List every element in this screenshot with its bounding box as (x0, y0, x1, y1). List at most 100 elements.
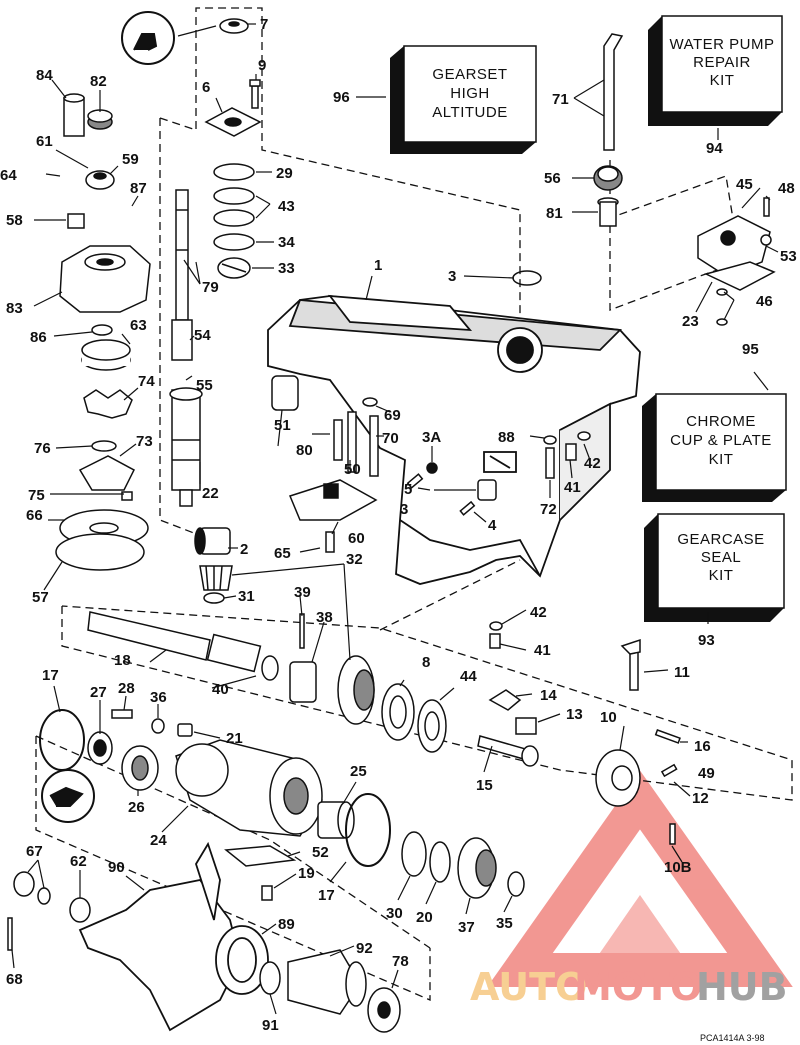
drawing-code: PCA1414A 3-98 (700, 1033, 765, 1043)
shift-rod-71 (603, 33, 624, 151)
label-10b: 10B (664, 859, 692, 876)
label-84: 84 (36, 67, 53, 84)
box-gearset-line3: ALTITUDE (432, 104, 507, 121)
label-18: 18 (114, 652, 131, 669)
label-21: 21 (226, 730, 243, 747)
label-3-top: 3 (448, 268, 456, 285)
kit-box-water-pump: WATER PUMP REPAIR KIT (648, 15, 783, 126)
label-33: 33 (278, 260, 295, 277)
label-76: 76 (34, 440, 51, 457)
pump-parts-stack (55, 93, 151, 571)
watermark-triangle (487, 770, 793, 987)
label-74: 74 (138, 373, 155, 390)
label-83: 83 (6, 300, 23, 317)
label-40: 40 (212, 681, 229, 698)
label-30: 30 (386, 905, 403, 922)
watermark-logo: AUTO MOTO HUB (470, 770, 793, 1009)
anode-51 (271, 375, 299, 411)
label-6: 6 (202, 79, 210, 96)
label-41-upper: 41 (564, 479, 581, 496)
label-35: 35 (496, 915, 513, 932)
watermark-text-hub: HUB (696, 965, 788, 1009)
box-water-pump-line3: KIT (710, 72, 735, 89)
gearcase-housing (267, 294, 641, 585)
tool-icon-top (121, 11, 175, 65)
label-23: 23 (682, 313, 699, 330)
propeller-90 (78, 841, 269, 1032)
label-82: 82 (90, 73, 107, 90)
bushing-81 (597, 197, 619, 227)
label-17-right: 17 (318, 887, 335, 904)
label-17-left: 17 (42, 667, 59, 684)
thrust-washers-8-44 (381, 683, 447, 753)
leader-lines (11, 23, 779, 1015)
label-36: 36 (150, 689, 167, 706)
box-gearset-line2: HIGH (450, 85, 490, 102)
forward-gear-32 (337, 655, 375, 725)
label-19: 19 (298, 865, 315, 882)
prop-hardware-right (259, 949, 401, 1033)
small-fasteners (406, 431, 591, 649)
label-73: 73 (136, 433, 153, 450)
label-62: 62 (70, 853, 87, 870)
label-31: 31 (238, 588, 255, 605)
label-64: 64 (0, 167, 17, 184)
cover-45 (697, 197, 776, 326)
label-81: 81 (546, 205, 563, 222)
label-55: 55 (196, 377, 213, 394)
bolt-9 (249, 79, 261, 109)
label-61: 61 (36, 133, 53, 150)
label-13: 13 (566, 706, 583, 723)
label-10: 10 (600, 709, 617, 726)
box-chrome-line1: CHROME (686, 413, 756, 430)
label-58: 58 (6, 212, 23, 229)
label-11: 11 (674, 664, 690, 681)
trim-tab-60 (288, 479, 378, 553)
label-93: 93 (698, 632, 715, 649)
label-42-upper: 42 (584, 455, 601, 472)
part-labels: 7 6 9 96 71 56 81 94 45 48 53 46 23 95 2… (0, 16, 797, 1034)
label-75: 75 (28, 487, 45, 504)
reverse-gear-stack (401, 831, 525, 899)
box-water-pump-line2: REPAIR (693, 54, 751, 71)
label-52: 52 (312, 844, 329, 861)
label-45: 45 (736, 176, 753, 193)
label-87: 87 (130, 180, 147, 197)
label-88: 88 (498, 429, 515, 446)
label-38: 38 (316, 609, 333, 626)
prop-hardware-left (7, 871, 91, 951)
label-57: 57 (32, 589, 49, 606)
label-56: 56 (544, 170, 561, 187)
label-1: 1 (374, 257, 382, 274)
label-41-lower: 41 (534, 642, 551, 659)
label-22: 22 (202, 485, 219, 502)
o-ring-17-right (345, 793, 391, 867)
label-29: 29 (276, 165, 293, 182)
bolt-28-washer-36 (111, 709, 193, 737)
box-gearset-line1: GEARSET (432, 66, 507, 83)
label-91: 91 (262, 1017, 279, 1034)
clutch-38 (289, 613, 317, 703)
shift-parts-right (477, 638, 681, 845)
label-53: 53 (780, 248, 797, 265)
label-80: 80 (296, 442, 313, 459)
label-27: 27 (90, 684, 107, 701)
water-pump-base-22 (169, 387, 203, 507)
label-32: 32 (346, 551, 363, 568)
label-50: 50 (344, 461, 361, 478)
label-78: 78 (392, 953, 409, 970)
bearing-26 (121, 745, 159, 791)
label-89: 89 (278, 916, 295, 933)
label-67: 67 (26, 843, 43, 860)
bearing-2 (194, 527, 231, 555)
label-16: 16 (694, 738, 711, 755)
watermark-text-auto: AUTO (470, 965, 587, 1009)
label-68: 68 (6, 971, 23, 988)
label-7: 7 (260, 16, 268, 33)
box-water-pump-line1: WATER PUMP (670, 36, 775, 53)
seal-27 (87, 731, 113, 765)
label-5: 5 (404, 481, 412, 498)
label-69: 69 (384, 407, 401, 424)
